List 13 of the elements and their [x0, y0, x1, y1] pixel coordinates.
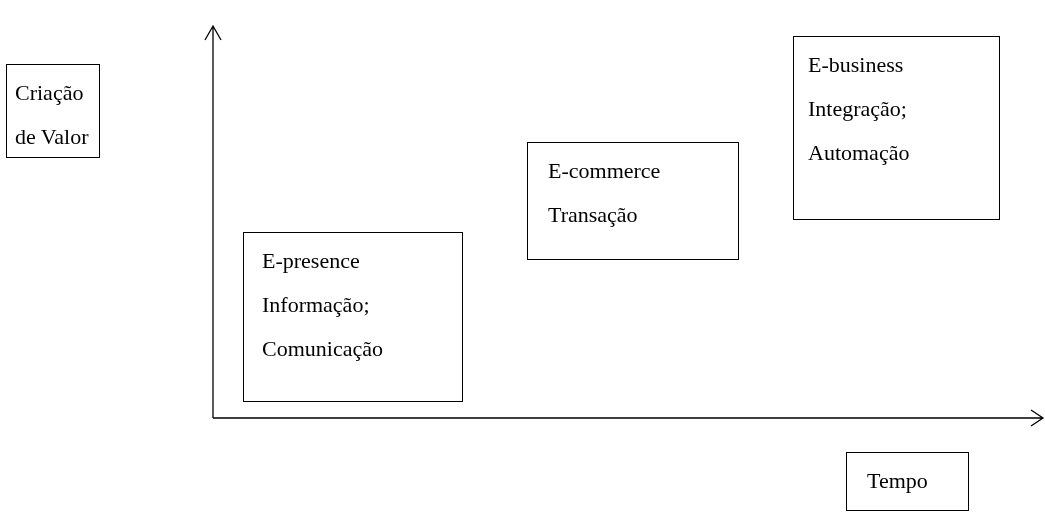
box-text: Tempo — [867, 467, 928, 495]
box-text: Criação de Valor — [15, 79, 90, 151]
text-box — [527, 142, 739, 260]
text-box — [793, 36, 1000, 220]
box-text: Integração; Automação — [808, 95, 911, 167]
text-box — [6, 64, 100, 158]
box-text: Informação; Comunicação — [262, 291, 384, 363]
text-box — [243, 232, 463, 402]
text-box — [846, 452, 969, 511]
box-text: Transação — [548, 201, 638, 229]
box-heading: E-presence — [262, 247, 360, 275]
box-heading: E-business — [808, 51, 904, 79]
box-heading: E-commerce — [548, 157, 661, 185]
